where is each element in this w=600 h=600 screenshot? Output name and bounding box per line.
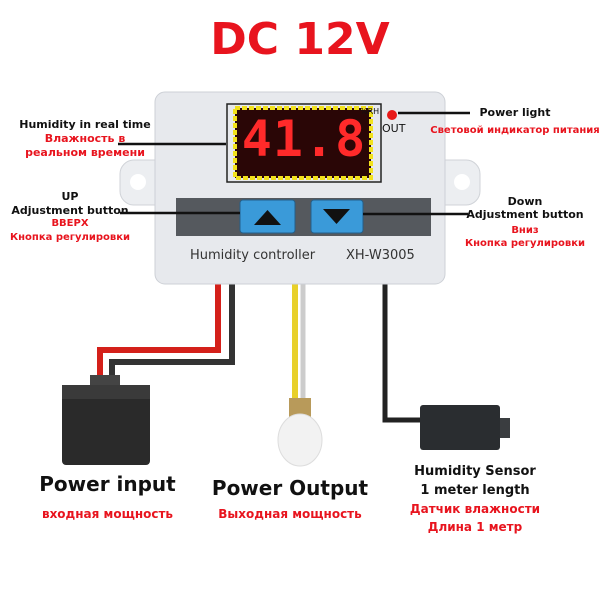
power-input-label-en: Power input bbox=[39, 472, 176, 496]
power-light-label-en: Power light bbox=[479, 106, 551, 119]
battery-icon bbox=[62, 375, 150, 465]
up-label-ru1: ВВЕРХ bbox=[51, 218, 89, 229]
power-output-label-ru: Выходная мощность bbox=[218, 507, 362, 521]
led-label: OUT bbox=[382, 122, 406, 135]
humidity-sensor-icon bbox=[420, 405, 510, 450]
sensor-label-ru2: Длина 1 метр bbox=[427, 520, 523, 534]
display-value: 41.8 bbox=[241, 110, 367, 168]
down-label-ru2: Кнопка регулировки bbox=[464, 238, 586, 249]
down-label-en2: Adjustment button bbox=[466, 208, 584, 221]
power-led-icon bbox=[387, 110, 397, 120]
device-model: XH-W3005 bbox=[346, 248, 415, 263]
red-wire bbox=[97, 283, 221, 385]
down-label-en1: Down bbox=[507, 195, 543, 208]
black-wire bbox=[109, 283, 235, 385]
humidity-label-ru1: Влажность в bbox=[44, 132, 126, 145]
power-output-label-en: Power Output bbox=[211, 476, 369, 500]
up-arrow-icon bbox=[254, 210, 281, 225]
up-label-en1: UP bbox=[61, 190, 79, 203]
humidity-label-ru2: реальном времени bbox=[25, 146, 145, 159]
up-label-en2: Adjustment button bbox=[11, 204, 129, 217]
sensor-wire bbox=[382, 283, 420, 423]
down-arrow-icon bbox=[323, 209, 350, 224]
unit-label: %RH bbox=[360, 107, 380, 116]
down-label-ru1: Вниз bbox=[511, 225, 539, 236]
title: DC 12V bbox=[210, 14, 390, 65]
power-input-label-ru: входная мощность bbox=[41, 507, 174, 521]
humidity-label-en: Humidity in real time bbox=[19, 118, 151, 131]
bulb-icon bbox=[277, 398, 323, 467]
sensor-label-ru1: Датчик влажности bbox=[409, 502, 541, 516]
controller-body bbox=[119, 91, 481, 285]
up-label-ru2: Кнопка регулировки bbox=[9, 232, 131, 243]
device-name: Humidity controller bbox=[190, 248, 316, 263]
sensor-label-en2: 1 meter length bbox=[420, 483, 530, 498]
power-light-label-ru: Световой индикатор питания bbox=[430, 125, 600, 136]
sensor-label-en1: Humidity Sensor bbox=[414, 464, 536, 479]
